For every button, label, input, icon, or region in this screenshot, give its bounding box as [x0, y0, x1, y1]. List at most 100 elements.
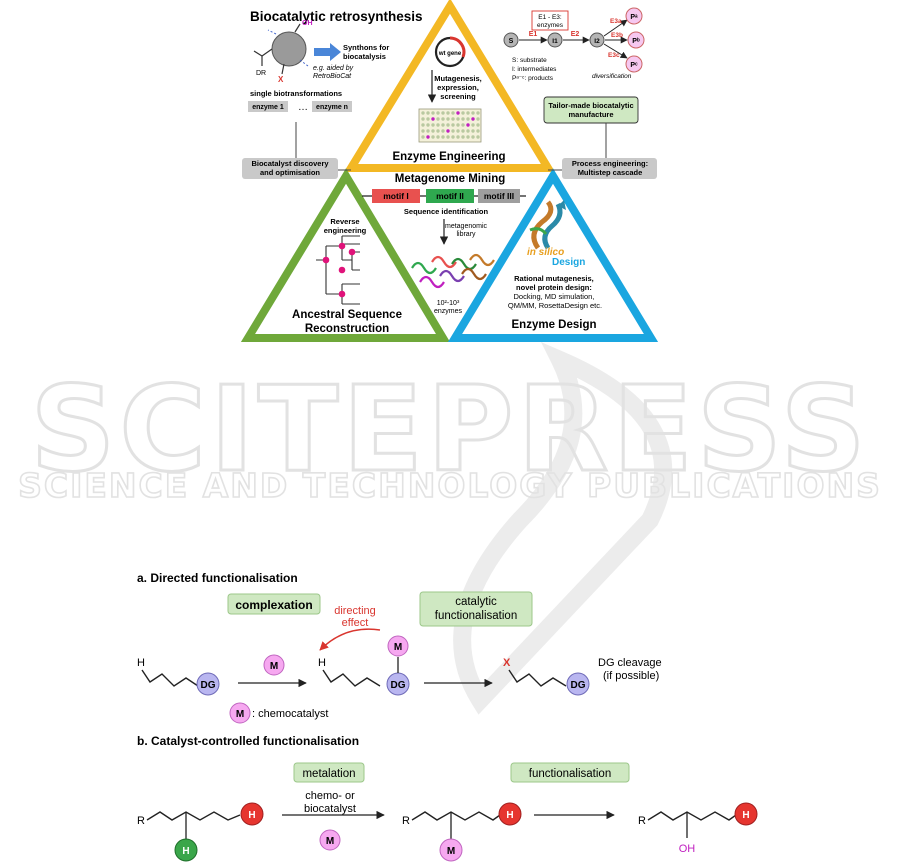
wt-gene-plasmid: [434, 36, 466, 68]
s-def: S: substrate: [512, 57, 547, 64]
retro-arrow-icon: [314, 43, 341, 61]
plate-well: [456, 123, 460, 127]
plate-well: [431, 117, 435, 121]
plate-well: [461, 123, 465, 127]
b-reagent-m-label: M: [326, 836, 334, 847]
plate-well: [441, 129, 445, 133]
legend-text: : chemocatalyst: [252, 708, 328, 720]
retro-molecule: [253, 23, 309, 75]
plate-well: [431, 129, 435, 133]
prod-x: X: [503, 657, 511, 669]
plate-well: [431, 111, 435, 115]
design-word: Design: [552, 257, 585, 268]
prod-dg: [566, 672, 590, 696]
enzyme-n-label: enzyme n: [316, 104, 348, 111]
edge-e3c: E3c: [608, 52, 620, 59]
triangle-design: [447, 168, 659, 342]
plate-well: [471, 135, 475, 139]
node-i2: [589, 32, 605, 48]
plate-well: [451, 129, 455, 133]
triangle-ancestral: [240, 168, 451, 342]
plate-well: [476, 135, 480, 139]
node-i1: [547, 32, 563, 48]
design-title: Enzyme Design: [512, 319, 597, 331]
prod-dg-label: DG: [571, 680, 586, 691]
p-def: Pᵃ⁻ᶜ: products: [512, 75, 554, 82]
plate-well: [451, 111, 455, 115]
complexation-label: complexation: [235, 598, 312, 612]
enzyme-1-label: enzyme 1: [252, 104, 284, 111]
plate-well: [446, 129, 450, 133]
tailor-box: [543, 96, 639, 124]
sub1-h: H: [137, 657, 145, 669]
motif-2-label: motif II: [436, 191, 464, 201]
plate-well: [436, 135, 440, 139]
edge-e3a: E3a: [610, 18, 622, 25]
sub1-chain: [141, 669, 199, 687]
motif-3-label: motif III: [484, 191, 514, 201]
b-reagent-m: [319, 829, 341, 851]
b-prod-h-red-label: H: [742, 810, 749, 821]
metalation-label: metalation: [302, 768, 355, 780]
sub1-dg: [196, 672, 220, 696]
enzyme-1-box: [248, 101, 288, 112]
plate-well: [436, 129, 440, 133]
plate-well: [471, 117, 475, 121]
plate-well: [441, 111, 445, 115]
retro-oh: OH: [302, 20, 313, 27]
enzyme-dots: …: [298, 102, 308, 113]
node-i2-label: I2: [594, 38, 600, 45]
node-s: [503, 32, 519, 48]
legend-m: [229, 702, 251, 724]
cplx-m-label: M: [394, 642, 402, 653]
plate-well: [466, 135, 470, 139]
node-pa-label: Pᵃ: [630, 14, 638, 21]
b-sub-chain: [146, 811, 241, 821]
plate-well: [421, 111, 425, 115]
plate-well: [426, 123, 430, 127]
process-box: [562, 158, 657, 179]
fig2a-heading: a. Directed functionalisation: [137, 571, 298, 585]
retro-dr: DR: [256, 70, 266, 77]
plate-well: [476, 117, 480, 121]
watermark-swoosh: [453, 342, 673, 715]
edge-e2: E2: [571, 31, 580, 38]
functionalisation-label: functionalisation: [529, 768, 611, 780]
process-label: Process engineering:Multistep cascade: [572, 159, 648, 177]
b-met-chain: [411, 811, 501, 821]
plate-well: [436, 117, 440, 121]
b-met-m: [439, 838, 463, 862]
enzyme-n-box: [312, 101, 352, 112]
cleavage-label: DG cleavage(if possible): [598, 657, 662, 682]
b-prod-oh: OH: [679, 843, 696, 855]
design-desc: Rational mutagenesis, novel protein desi…: [508, 274, 602, 310]
cascade-legend-box: [531, 10, 569, 31]
b-prod-chain: [647, 811, 737, 821]
plate-well: [421, 117, 425, 121]
plate-well: [466, 111, 470, 115]
b-sub-h-green: [174, 838, 198, 862]
plate-well: [441, 117, 445, 121]
i-def: I: intermediates: [512, 66, 557, 73]
watermark: SCITEPRESS SCIENCE AND TECHNOLOGY PUBLIC…: [17, 342, 881, 715]
plate-well: [456, 135, 460, 139]
b-met-h-red-label: H: [506, 810, 513, 821]
plate-well: [476, 111, 480, 115]
plate-well: [476, 123, 480, 127]
phylo-nodes: [322, 242, 356, 298]
cplx-chain: [322, 669, 381, 687]
plate-well: [436, 111, 440, 115]
plate-well: [461, 117, 465, 121]
plate-well: [461, 111, 465, 115]
plate-well: [446, 135, 450, 139]
cascade-legend: E1 - E3:enzymes: [537, 14, 564, 29]
retro-single: single biotransformations: [250, 89, 342, 98]
plate-well: [426, 111, 430, 115]
